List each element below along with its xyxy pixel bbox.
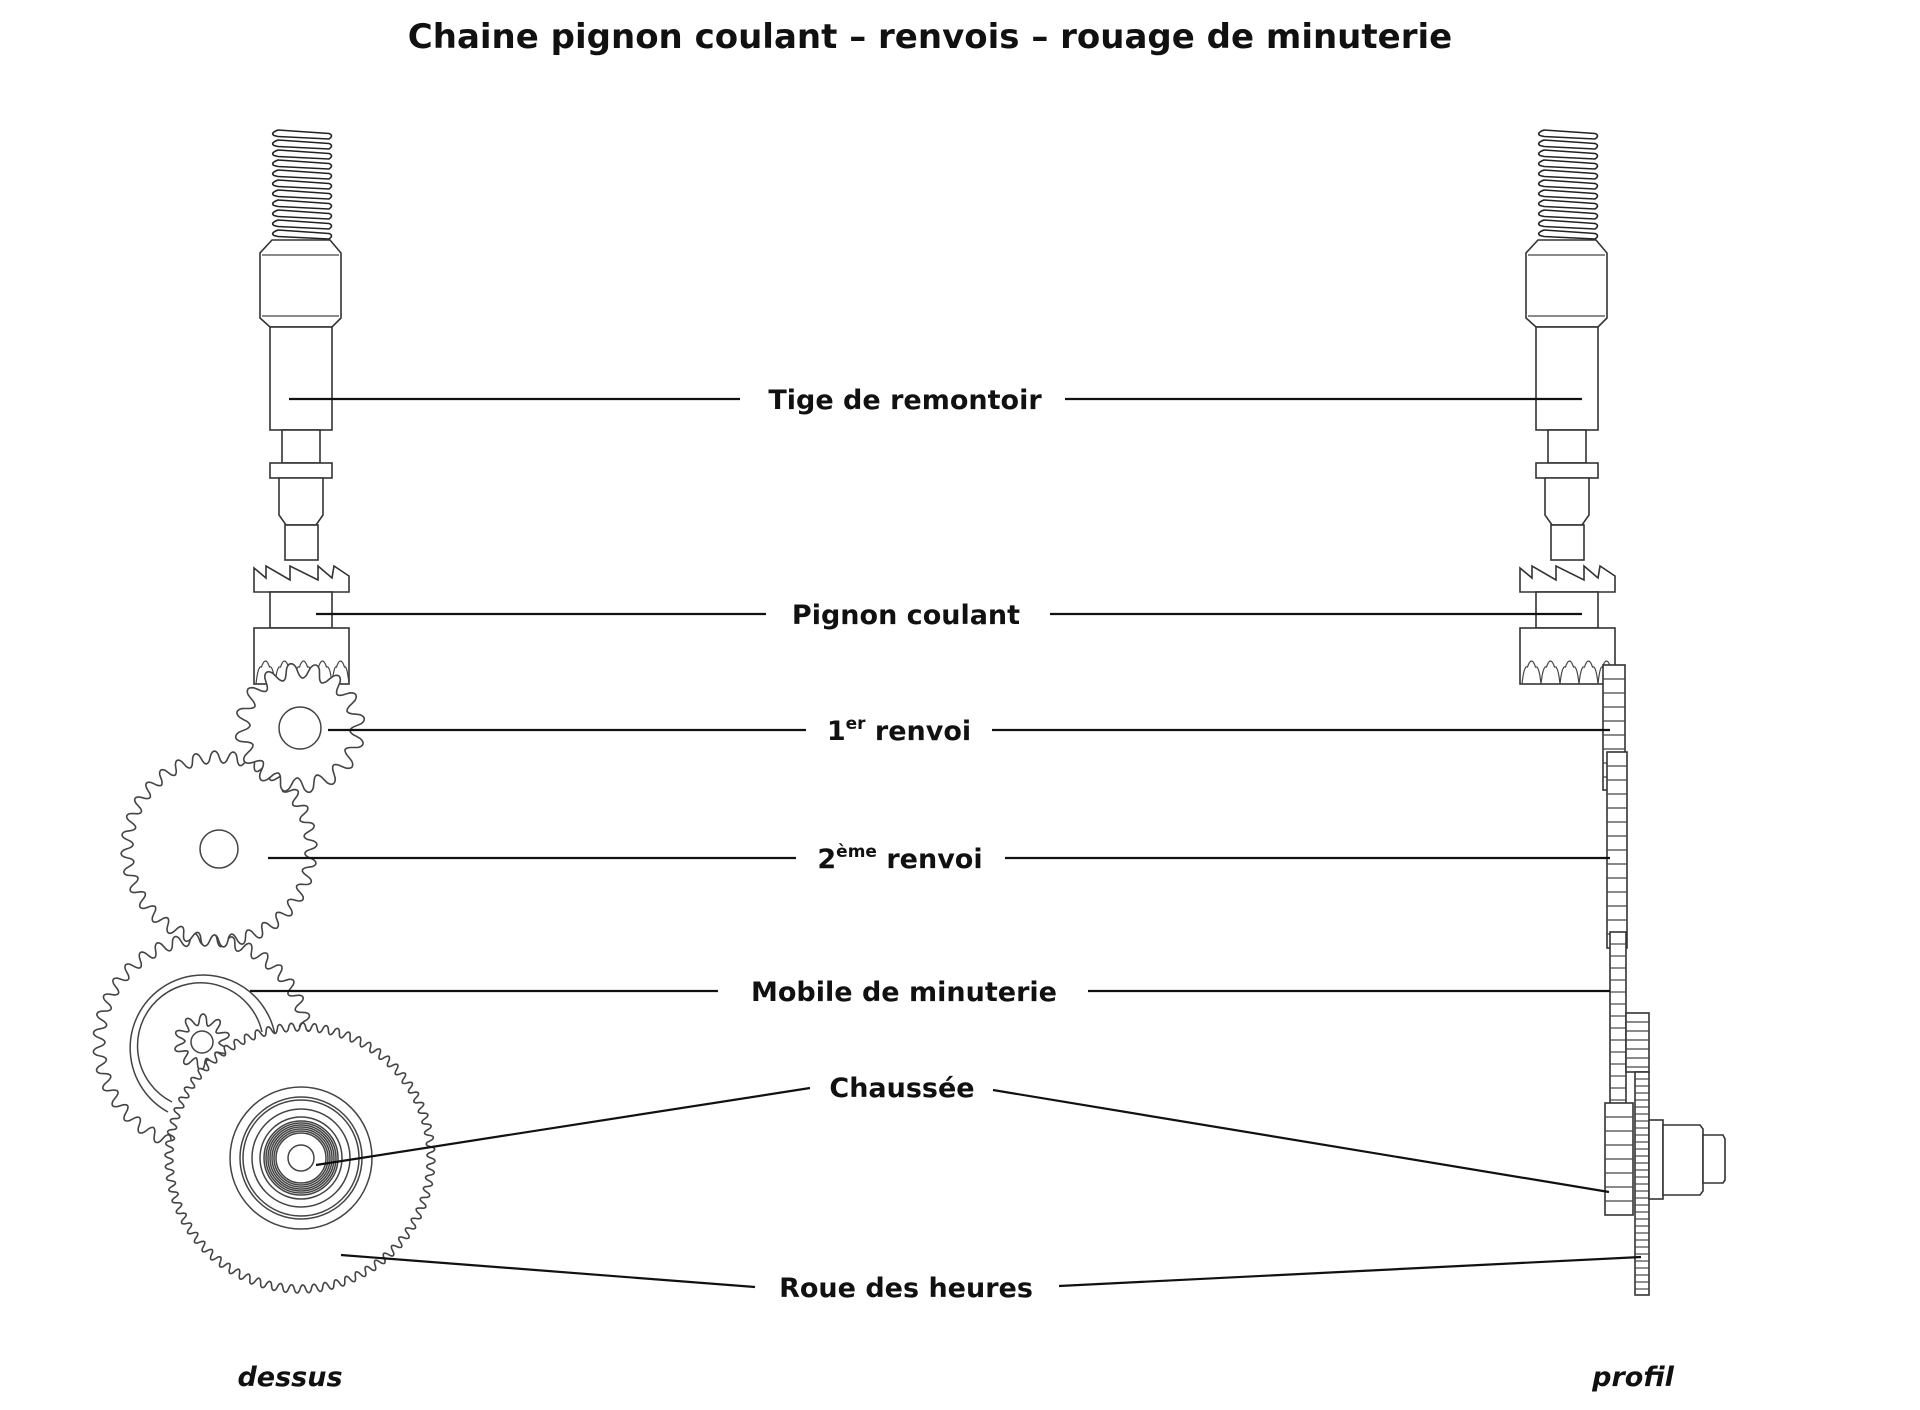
second-setting-wheel-hole [199,829,239,869]
thread-turn [1537,199,1599,210]
label-1er-renvoi-superscript: er [846,714,867,734]
label-roue-des-heures: Roue des heures [779,1273,1033,1304]
thread-turn [1537,129,1599,140]
winding-stem-profile-view [1519,129,1616,685]
cannon-pinion-profile [1604,1102,1634,1216]
stem-thread [1537,129,1599,240]
leader-roue-left [340,1253,756,1289]
thread-turn [1537,209,1599,220]
label-1er-renvoi-number: 1 [827,716,846,747]
minute-wheel-arc-inner [136,982,263,1103]
cannon-pinion [229,1086,373,1230]
winding-stem-top-view [253,129,350,685]
leader-chaussee-right [992,1088,1610,1194]
label-1er-renvoi: 1er renvoi [827,714,971,747]
label-tige-de-remontoir: Tige de remontoir [768,385,1042,416]
sliding-pinion-ratchet [1519,564,1616,593]
label-2eme-renvoi: 2ème renvoi [817,842,982,875]
thread-turn [271,229,333,240]
stem-section [278,477,324,526]
hour-wheel-hub [1648,1119,1664,1200]
stem-washer [269,462,333,479]
cannon-pinion-ring [269,1126,333,1190]
cannon-pinion-ring [251,1108,351,1208]
cannon-pinion-ring [263,1120,339,1196]
thread-turn [1537,169,1599,180]
label-2eme-renvoi-superscript: ème [836,842,877,862]
label-mobile-de-minuterie: Mobile de minuterie [751,977,1057,1008]
sliding-pinion-ratchet [253,564,350,593]
stem-square [284,524,319,561]
label-2eme-renvoi-number: 2 [817,844,836,875]
stem-thread [271,129,333,240]
cannon-pinion-ring [287,1144,315,1172]
thread-turn [1537,189,1599,200]
stem-neck [1547,429,1587,464]
leader-roue-right [1058,1255,1642,1288]
sliding-pinion-teeth [253,627,350,685]
view-label-dessus: dessus [237,1362,342,1393]
thread-turn [1537,149,1599,160]
thread-turn [271,169,333,180]
stem-collar [1525,239,1608,328]
minute-wheel-pinion-profile [1625,1012,1650,1073]
first-setting-wheel-teeth [234,662,366,794]
leader-lines [250,397,1642,1289]
thread-turn [1537,229,1599,240]
stem-section [1544,477,1590,526]
label-pignon-coulant: Pignon coulant [792,600,1020,631]
diagram-title: Chaine pignon coulant – renvois – rouage… [408,17,1452,57]
thread-turn [271,209,333,220]
thread-turn [271,159,333,170]
thread-turn [271,179,333,190]
stem-shaft [1535,326,1599,431]
thread-turn [271,189,333,200]
cannon-pinion-ring [267,1124,335,1192]
thread-turn [1537,219,1599,230]
label-2eme-renvoi-word: renvoi [877,844,983,875]
cannon-pinion-ring [275,1132,327,1184]
sliding-pinion-teeth [1519,627,1616,685]
first-setting-wheel-hole [278,706,322,750]
thread-turn [271,139,333,150]
label-1er-renvoi-word: renvoi [866,716,972,747]
second-setting-wheel-profile [1606,751,1628,949]
cannon-pinion-ring [271,1128,331,1188]
minute-pinion-hub [190,1030,214,1054]
cannon-pinion-pipe [1662,1124,1704,1196]
cannon-pinion-tip [1702,1134,1726,1184]
cannon-pinion-ring [265,1122,337,1194]
sliding-pinion-body [1535,591,1599,629]
thread-turn [1537,139,1599,150]
leader-chaussee-left [315,1086,811,1167]
hour-wheel-profile [1634,1071,1650,1296]
stem-washer [1535,462,1599,479]
thread-turn [1537,159,1599,170]
label-chaussee: Chaussée [829,1073,974,1104]
sliding-pinion-body [269,591,333,629]
sliding-pinion-tooth-row [1521,660,1616,685]
first-setting-wheel [234,662,366,794]
stem-square [1550,524,1585,561]
cannon-pinion-ring [273,1130,329,1186]
stem-neck [281,429,321,464]
stem-collar [259,239,342,328]
cannon-pinion-ring [259,1116,343,1200]
view-label-profil: profil [1591,1362,1674,1393]
sliding-pinion-tooth-row [255,660,350,685]
cannon-pinion-ring [229,1086,373,1230]
thread-turn [271,129,333,140]
crown-teeth [255,660,350,685]
stem-shaft [269,326,333,431]
thread-turn [271,149,333,160]
gear-train-top-view [92,662,436,1294]
thread-turn [1537,179,1599,190]
thread-turn [271,219,333,230]
thread-turn [271,199,333,210]
hour-wheel [164,1022,436,1294]
crown-teeth [1521,660,1616,685]
gear-train-profile-view [1602,664,1726,1296]
minute-wheel-arc-outer [129,974,276,1113]
hour-wheel-teeth [164,1022,436,1294]
